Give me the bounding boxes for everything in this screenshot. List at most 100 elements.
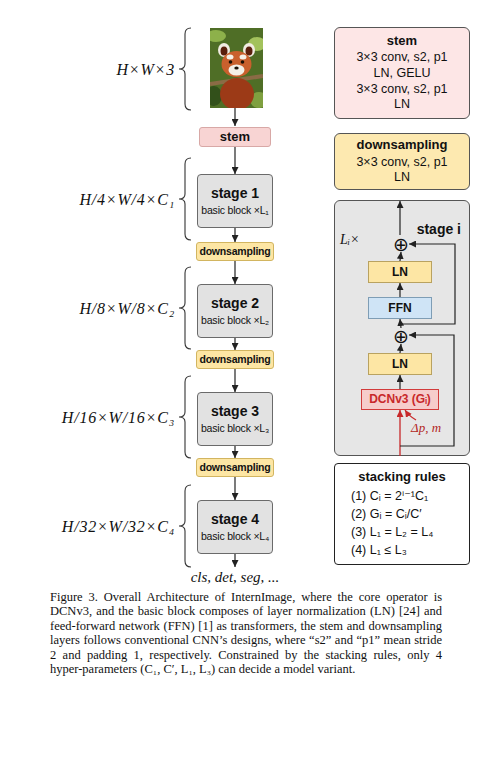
node-text: stage 2 — [211, 295, 259, 313]
node-text: downsampling — [199, 353, 270, 366]
norm-box: LN — [368, 353, 432, 375]
norm-box: LN — [368, 261, 432, 283]
output-arrow — [234, 554, 235, 567]
panda-muzzle — [229, 65, 245, 76]
flow-arrow — [400, 252, 401, 261]
branch — [210, 76, 263, 84]
sum-symbol: ⊕ — [393, 236, 409, 252]
node-text: basic block ×L₄ — [201, 530, 269, 543]
node-text: stacking rules — [358, 469, 445, 485]
detail-box: stem3×3 conv, s2, p1LN, GELU3×3 conv, s2… — [334, 27, 470, 119]
stage-box: stage 4basic block ×L₄ — [197, 500, 273, 554]
leaf — [210, 86, 222, 106]
node-text: ⊕ — [393, 328, 409, 344]
node-text: (4) L₁ ≤ L₃ — [351, 541, 407, 559]
dimension-label: H/8×W/8×C₂ — [79, 300, 175, 318]
panda-ear — [218, 43, 230, 57]
node-text: 3×3 conv, s2, p1 — [356, 50, 447, 66]
node-text: Lᵢ× — [340, 231, 359, 249]
flow-arrow — [399, 375, 400, 389]
node-text: basic block ×L₂ — [201, 314, 269, 327]
node-text: (2) Gᵢ = Cᵢ/C′ — [351, 505, 422, 523]
dimension-label: H×W×3 — [117, 61, 175, 79]
sum-symbol: ⊕ — [393, 328, 409, 344]
photo — [210, 28, 263, 108]
leaf — [250, 92, 263, 108]
rules-box: stacking rules (1) Cᵢ = 2ⁱ⁻¹C₁(2) Gᵢ = Cᵢ… — [334, 463, 470, 565]
leaf — [210, 30, 226, 42]
panda-ear — [243, 43, 255, 57]
flow-arrow — [400, 319, 401, 328]
bracket — [179, 158, 191, 240]
panda-head — [222, 51, 252, 77]
node-text: downsampling — [199, 245, 270, 258]
node-text: DCNv3 (Gᵢ) — [369, 392, 431, 407]
ffn-box: FFN — [368, 297, 432, 319]
bracket — [179, 28, 191, 110]
input-arrow — [234, 108, 235, 126]
flow-arrow — [234, 338, 235, 350]
flow-arrow — [234, 446, 235, 458]
figure-caption: Figure 3. Overall Architecture of Intern… — [50, 590, 442, 676]
node-text: stage 3 — [211, 403, 259, 421]
panda-body — [220, 78, 254, 108]
annotation-label: Δp, m — [411, 420, 441, 436]
stage-box: stage 3basic block ×L₃ — [197, 392, 273, 446]
node-text: ⊕ — [393, 236, 409, 252]
flow-arrow — [234, 228, 235, 242]
flow-arrow — [234, 261, 235, 284]
node-text: stage 1 — [211, 185, 259, 203]
flow-arrow — [234, 147, 235, 174]
dimension-label: H/4×W/4×C₁ — [79, 191, 175, 209]
node-text: stage 4 — [211, 511, 259, 529]
detail-box: downsampling 3×3 conv, s2, p1LN — [334, 133, 470, 190]
photo-bg — [210, 28, 263, 108]
skip-connection — [400, 335, 454, 446]
panda-brow — [227, 55, 234, 60]
node-text: (1) Cᵢ = 2ⁱ⁻¹C₁ — [351, 487, 428, 505]
stem-box: stem — [199, 127, 271, 147]
node-text: LN, GELU — [374, 66, 431, 82]
node-text: basic block ×L₁ — [201, 204, 268, 217]
flow-arrow — [234, 477, 235, 500]
flow-arrow — [401, 244, 455, 324]
node-text: downsampling — [199, 461, 270, 474]
node-text: stage i — [417, 221, 461, 239]
flow-arrow — [399, 283, 400, 297]
node-text: FFN — [388, 301, 411, 316]
dimension-label: H/32×W/32×C₄ — [62, 518, 175, 536]
downsampling-box: downsampling — [196, 350, 274, 369]
node-text: downsampling — [357, 137, 448, 153]
panda-brow — [240, 55, 247, 60]
node-text: LN — [394, 170, 410, 186]
node-text: (3) L₁ = L₂ = L₄ — [351, 523, 433, 541]
bracket — [179, 376, 191, 458]
stage-box: stage 2basic block ×L₂ — [197, 284, 273, 338]
stage-block: stage i Lᵢ× ⊕ LN FFN ⊕ LN DCNv3 (Gᵢ) — [334, 200, 470, 456]
stage-box: stage 1basic block ×L₁ — [197, 174, 273, 228]
block-input-arrow — [399, 410, 400, 456]
dimension-label: H/16×W/16×C₃ — [62, 409, 175, 427]
node-text: basic block ×L₃ — [201, 422, 269, 435]
node-text: 3×3 conv, s2, p1 — [356, 155, 447, 171]
annotation-label: cls, det, seg, ... — [191, 569, 280, 586]
node-text: stem — [220, 129, 250, 145]
panda-ear — [221, 47, 228, 56]
node-text: LN — [392, 265, 408, 280]
flow-arrow — [234, 369, 235, 392]
offset-arrow — [405, 410, 416, 420]
flow-arrow — [400, 344, 401, 353]
bracket — [179, 267, 191, 349]
bracket — [179, 485, 191, 567]
downsampling-box: downsampling — [196, 242, 274, 261]
leaf — [248, 37, 263, 51]
brackets — [179, 28, 191, 567]
node-text: 3×3 conv, s2, p1 — [356, 82, 447, 98]
panda-eye — [229, 60, 233, 64]
panda-eye — [241, 60, 245, 64]
connectors — [235, 147, 455, 500]
node-text: LN — [392, 357, 408, 372]
operator-box: DCNv3 (Gᵢ) — [361, 389, 439, 410]
